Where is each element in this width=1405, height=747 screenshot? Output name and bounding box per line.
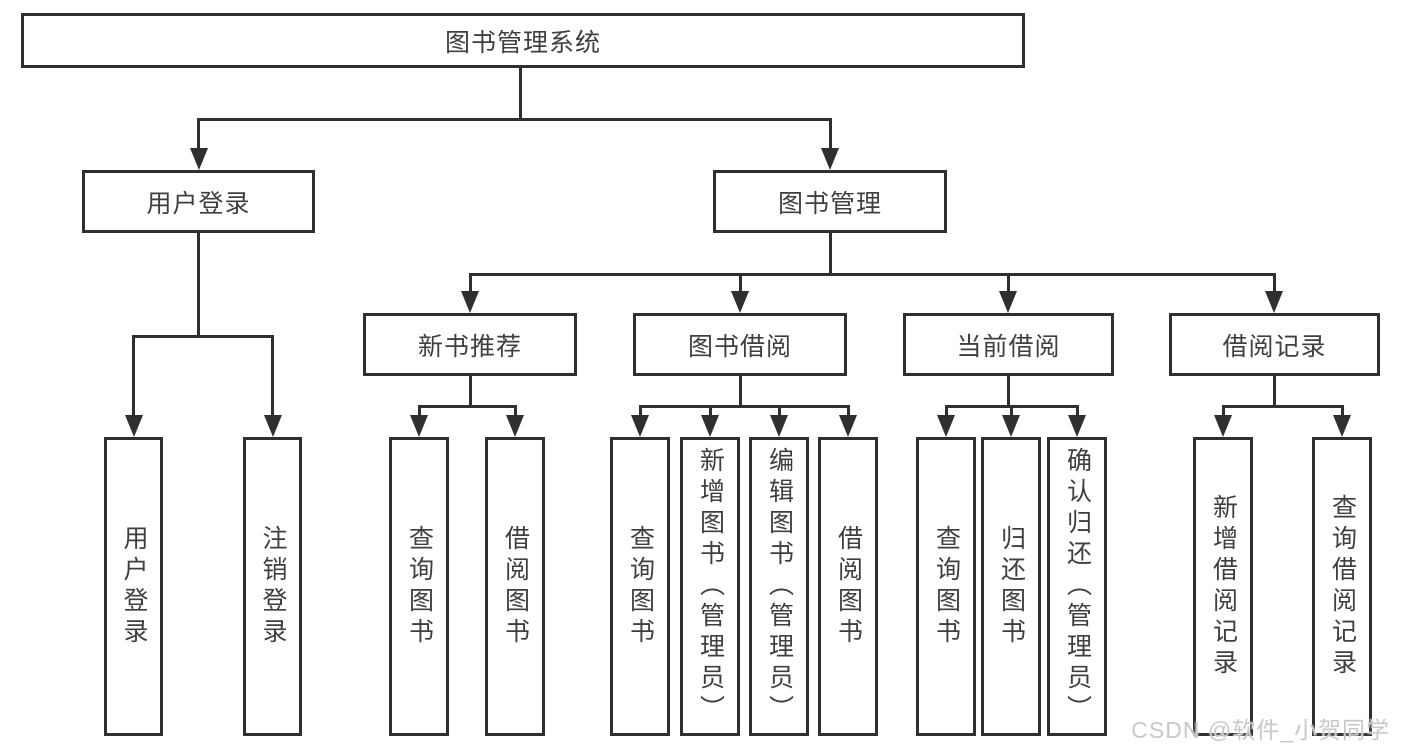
- stem-line: [1006, 376, 1010, 405]
- watermark: CSDN @软件_小贺同学: [1131, 717, 1390, 743]
- leaf-label: 用户登录: [120, 524, 148, 649]
- arrowhead: [1265, 291, 1283, 313]
- drop-line: [1009, 405, 1013, 417]
- leaf-label: 编辑图书（管理员）: [765, 447, 794, 726]
- arrowhead: [839, 415, 857, 437]
- drop-line: [132, 335, 135, 417]
- stem-line: [828, 233, 832, 273]
- branch-line: [132, 335, 274, 338]
- branch-line: [468, 273, 1276, 276]
- arrowhead: [506, 415, 524, 437]
- leaf-label: 查询图书: [405, 524, 434, 649]
- leaf-label: 查询借阅记录: [1328, 493, 1357, 680]
- drop-line: [944, 405, 948, 417]
- drop-line: [417, 405, 421, 417]
- leaf-confirm-return-admin: 确认归还（管理员）: [1047, 437, 1107, 736]
- leaf-add-borrow-record: 新增借阅记录: [1193, 437, 1253, 736]
- arrowhead: [1002, 415, 1020, 437]
- node-current-borrow: 当前借阅: [903, 313, 1114, 376]
- node-borrow-record: 借阅记录: [1169, 313, 1380, 376]
- leaf-query-books-current: 查询图书: [916, 437, 976, 736]
- arrowhead: [821, 148, 839, 170]
- drop-line: [1221, 405, 1225, 417]
- root-branch-line: [197, 118, 832, 121]
- stem-line: [1272, 376, 1276, 405]
- drop-line: [1006, 273, 1010, 293]
- leaf-add-book-admin: 新增图书（管理员）: [680, 437, 740, 736]
- leaf-user-login: 用户登录: [104, 437, 163, 736]
- stem-line: [468, 376, 472, 405]
- arrowhead: [1333, 415, 1351, 437]
- root-stem-line: [518, 68, 522, 118]
- branch-line: [638, 405, 850, 408]
- leaf-label: 借阅图书: [834, 524, 863, 649]
- leaf-label: 借阅图书: [501, 524, 530, 649]
- arrowhead: [999, 291, 1017, 313]
- drop-line: [738, 273, 742, 293]
- leaf-borrow-books-recommend: 借阅图书: [485, 437, 545, 736]
- leaf-borrow-books: 借阅图书: [818, 437, 878, 736]
- arrowhead: [410, 415, 428, 437]
- drop-line: [1340, 405, 1344, 417]
- branch-line: [1221, 405, 1344, 408]
- drop-line: [777, 405, 781, 417]
- leaf-label: 查询图书: [932, 524, 961, 649]
- leaf-edit-book-admin: 编辑图书（管理员）: [749, 437, 809, 736]
- arrowhead: [937, 415, 955, 437]
- drop-line: [708, 405, 712, 417]
- leaf-label: 新增图书（管理员）: [696, 447, 725, 726]
- arrowhead: [189, 148, 208, 170]
- arrowhead: [770, 415, 788, 437]
- drop-line: [828, 118, 832, 150]
- drop-line: [468, 273, 472, 293]
- leaf-label: 注销登录: [259, 524, 287, 649]
- leaf-label: 查询图书: [626, 524, 655, 649]
- drop-line: [271, 335, 274, 417]
- leaf-logout: 注销登录: [243, 437, 302, 736]
- arrowhead: [263, 415, 282, 437]
- arrowhead: [701, 415, 719, 437]
- drop-line: [1075, 405, 1079, 417]
- drop-line: [1272, 273, 1276, 293]
- leaf-query-books-recommend: 查询图书: [389, 437, 449, 736]
- node-user-login: 用户登录: [82, 170, 315, 233]
- leaf-label: 新增借阅记录: [1209, 493, 1238, 680]
- arrowhead: [1214, 415, 1232, 437]
- drop-line: [197, 118, 200, 150]
- drop-line: [513, 405, 517, 417]
- arrowhead: [1068, 415, 1086, 437]
- leaf-query-borrow-record: 查询借阅记录: [1312, 437, 1372, 736]
- arrowhead: [124, 415, 143, 437]
- leaf-query-books-borrow: 查询图书: [610, 437, 670, 736]
- arrowhead: [461, 291, 479, 313]
- branch-line: [417, 405, 517, 408]
- arrowhead: [631, 415, 649, 437]
- node-library-system: 图书管理系统: [21, 13, 1025, 68]
- stem-line: [197, 233, 200, 335]
- node-new-book-recommend: 新书推荐: [363, 313, 577, 376]
- drop-line: [638, 405, 642, 417]
- node-book-borrow: 图书借阅: [633, 313, 847, 376]
- leaf-return-books: 归还图书: [981, 437, 1041, 736]
- drop-line: [846, 405, 850, 417]
- leaf-label: 确认归还（管理员）: [1063, 447, 1092, 726]
- node-book-management: 图书管理: [713, 170, 947, 233]
- stem-line: [738, 376, 742, 405]
- arrowhead: [731, 291, 749, 313]
- leaf-label: 归还图书: [997, 524, 1026, 649]
